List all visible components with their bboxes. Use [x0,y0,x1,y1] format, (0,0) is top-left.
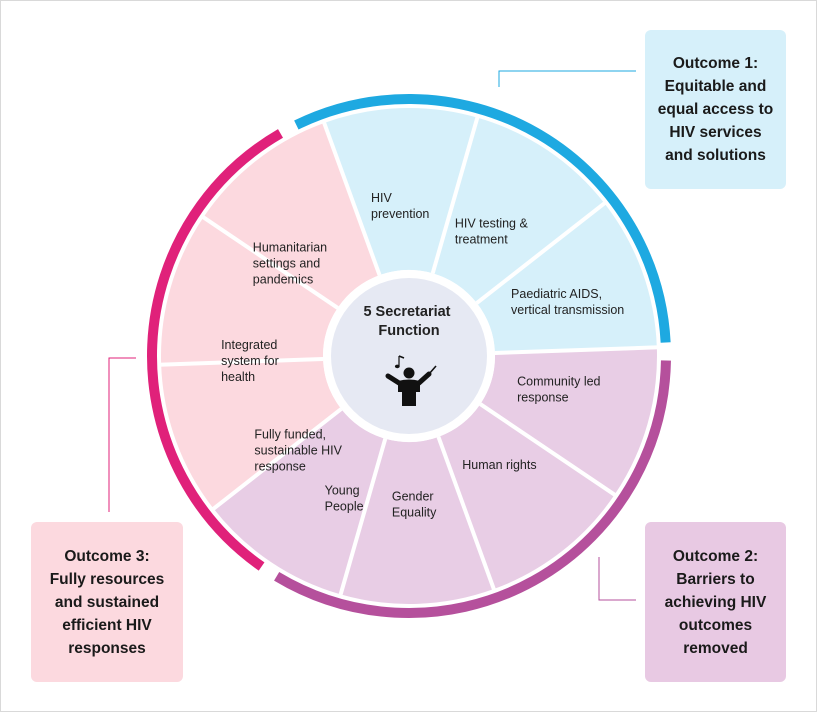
segment-hiv-testing [432,117,605,304]
segment-label-line: Equality [392,506,437,520]
segment-label-line: HIV testing & [455,217,529,231]
outer-arc-outcome-1 [294,94,671,343]
center-title-line-2: Function [378,323,439,339]
outer-arc-outcome-3 [147,129,284,571]
segment-label-line: response [254,459,305,473]
segment-label-line: Human rights [462,458,536,472]
segment-label-line: Gender [392,490,434,504]
segment-label-line: Humanitarian [253,241,327,255]
segment-fully-funded [161,359,342,509]
segment-divider [338,438,388,597]
segment-human-rights [438,404,615,590]
segment-label-humanitarian: Humanitarian settings and pandemics [253,241,327,287]
segment-label-integrated-system: Integrated system for health [221,338,279,384]
segment-divider [479,402,618,498]
segment-divider [494,345,659,355]
outcome-2-box: Outcome 2: Barriers to achieving HIV out… [645,522,786,682]
segment-label-fully-funded: Fully funded, sustainable HIV response [254,427,342,473]
segment-label-community-led: Community led response [517,375,600,405]
connector-outcome-1 [498,70,636,87]
outcome-3-box: Outcome 3: Fully resources and sustained… [31,522,183,682]
center-disc [331,278,487,434]
segment-label-line: treatment [455,233,508,247]
segment-integrated-system [161,217,338,365]
segment-label-line: response [517,391,568,405]
segment-paediatric-aids [476,203,657,353]
segment-label-human-rights: Human rights [462,458,536,472]
segment-hiv-prevention [324,108,478,276]
segment-label-line: Integrated [221,338,277,352]
outer-ring [147,94,671,618]
conductor-icon [385,355,437,406]
function-segments [161,108,657,604]
segment-label-line: settings and [253,257,320,271]
segment-divider [321,120,382,276]
segment-young-people [213,408,386,595]
segment-label-line: prevention [371,207,429,221]
segment-label-line: Community led [517,375,600,389]
outer-arc-outcome-2 [274,360,671,618]
segment-label-line: People [325,500,364,514]
segment-label-line: Paediatric AIDS, [511,287,602,301]
segment-divider [200,214,339,310]
segment-divider [430,115,480,274]
segment-label-line: sustainable HIV [254,443,342,457]
segment-label-paediatric-aids: Paediatric AIDS, vertical transmission [511,287,624,317]
segment-divider [475,200,608,305]
segment-label-line: Young [325,484,360,498]
segment-divider [210,407,343,512]
segment-label-line: pandemics [253,273,313,287]
center-title-line-1: 5 Secretariat [363,304,450,320]
segment-label-line: vertical transmission [511,303,624,317]
center-title: 5 Secretariat Function [363,304,454,339]
segment-gender-equality [340,436,494,604]
segment-divider [436,436,497,592]
segment-humanitarian [203,122,380,308]
segment-label-hiv-prevention: HIV prevention [371,191,429,221]
segment-label-line: Fully funded, [254,427,326,441]
segment-divider [159,357,324,367]
outcome-1-box: Outcome 1: Equitable and equal access to… [645,30,786,189]
connector-outcome-2 [598,557,636,601]
connectors [108,70,636,601]
segment-label-line: HIV [371,191,393,205]
segment-dividers [159,115,659,597]
segment-community-led [480,347,657,495]
segment-label-hiv-testing: HIV testing & treatment [455,217,529,247]
connector-outcome-3 [108,357,136,512]
segment-label-line: health [221,370,255,384]
segment-label-line: system for [221,354,279,368]
